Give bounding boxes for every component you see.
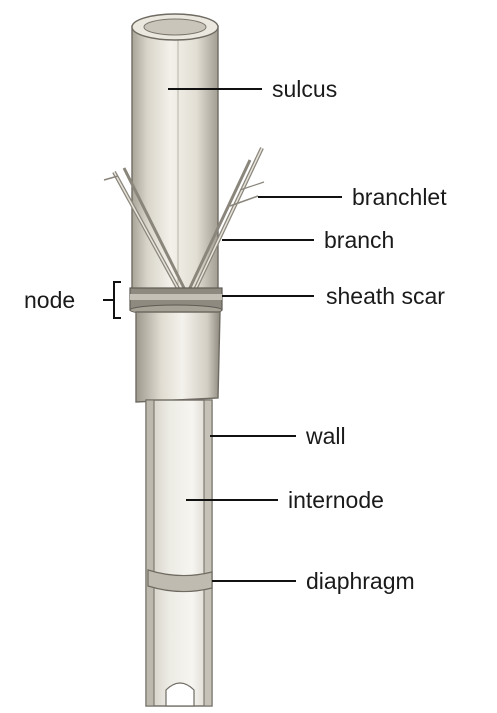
node-bracket	[103, 282, 121, 318]
culm-hollow	[144, 19, 206, 35]
label-wall: wall	[305, 423, 346, 449]
label-internode: internode	[288, 487, 384, 513]
label-sulcus: sulcus	[272, 76, 337, 102]
label-node: node	[24, 287, 75, 313]
culm-sheath	[136, 312, 220, 402]
node-band	[130, 288, 222, 315]
label-branchlet: branchlet	[352, 184, 447, 210]
label-diaphragm: diaphragm	[306, 568, 415, 594]
lower-internode	[146, 400, 212, 706]
label-branch: branch	[324, 227, 394, 253]
label-sheath-scar: sheath scar	[326, 283, 445, 309]
labels: sulcus branchlet branch node sheath scar…	[24, 76, 447, 594]
